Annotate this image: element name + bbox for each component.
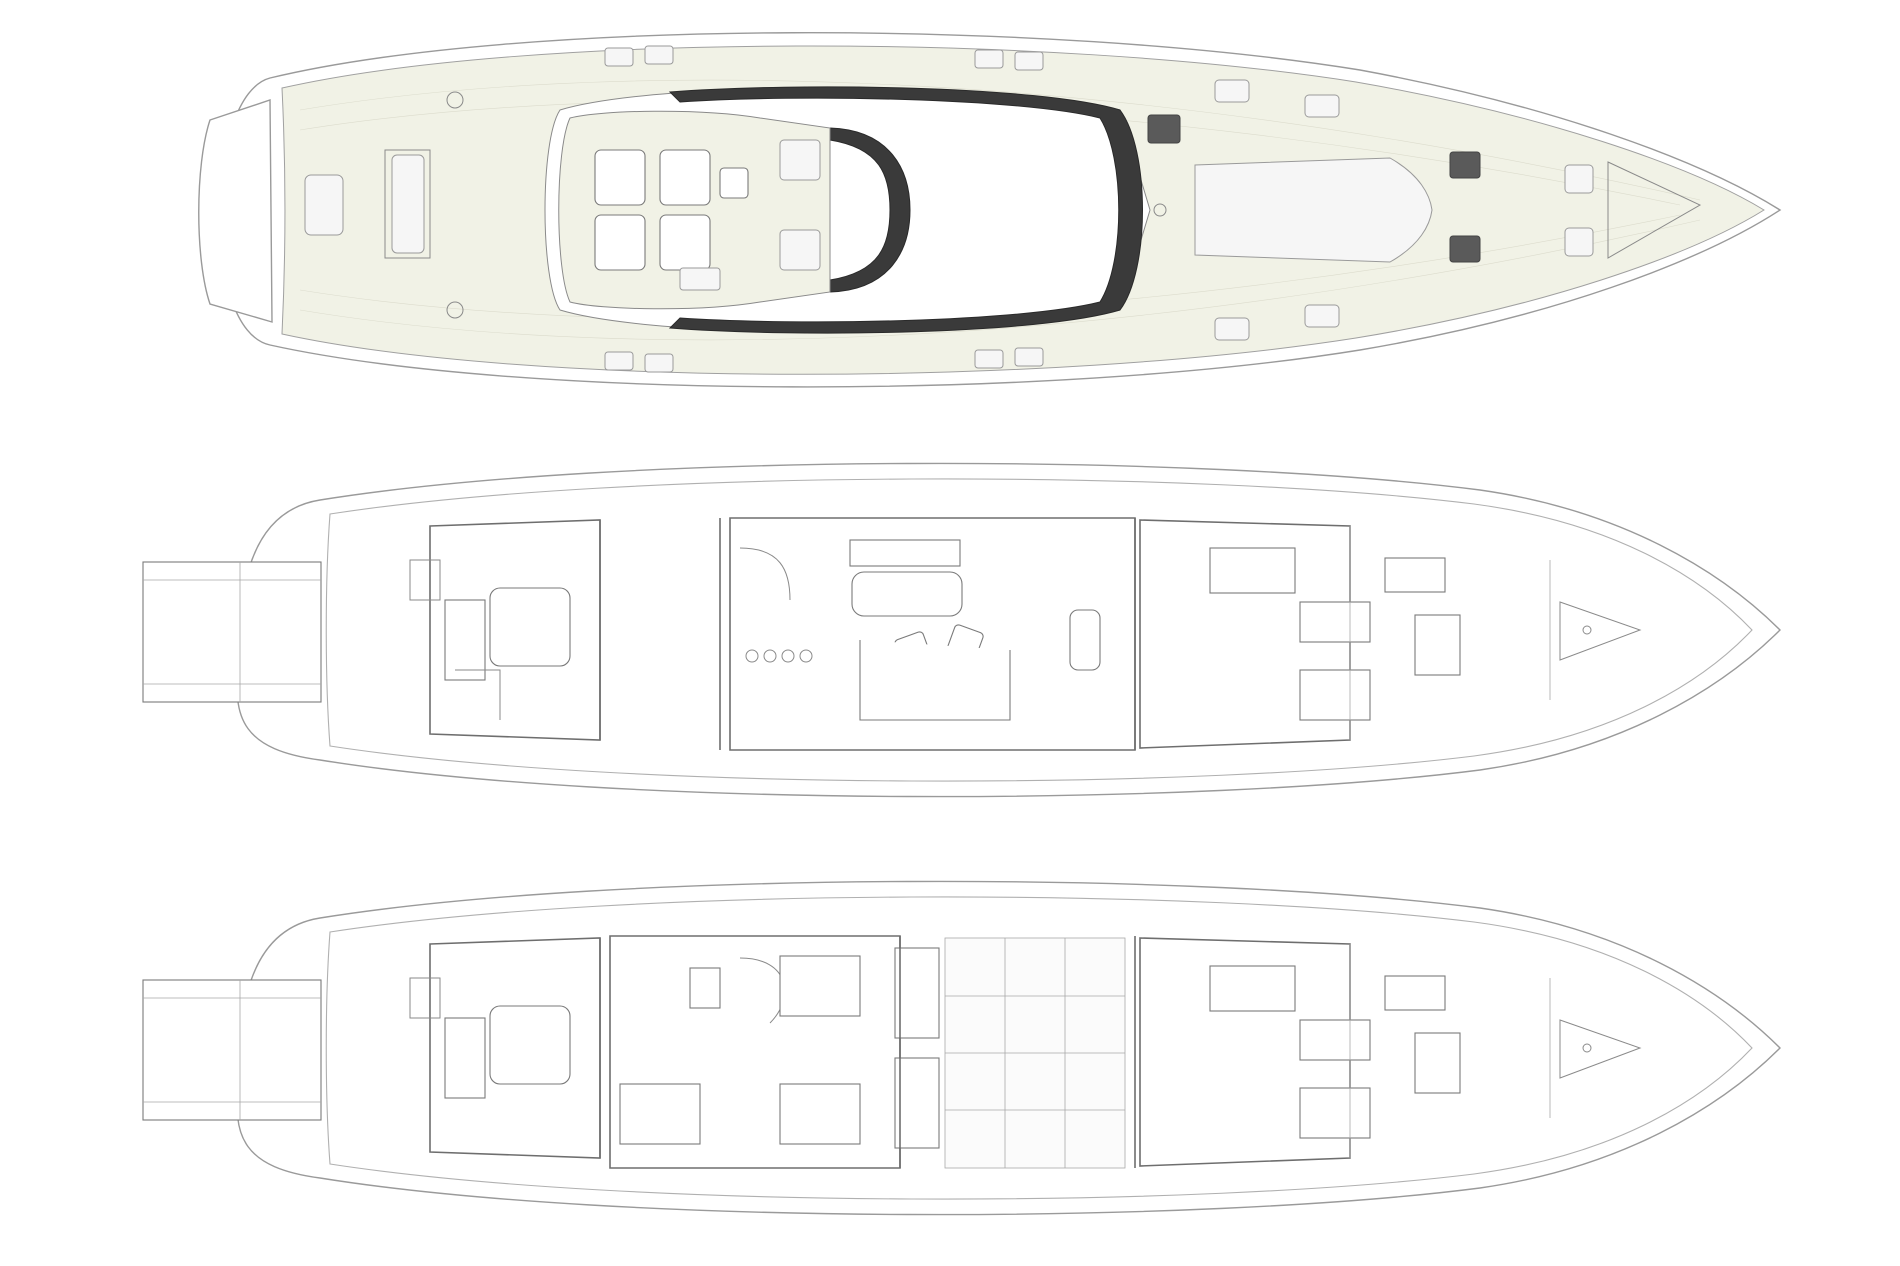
top-deck-plan [198, 32, 1782, 388]
aft-cabin-b [409, 937, 601, 1159]
interior-plan-b [142, 880, 1781, 1216]
cockpit-superstructure [544, 86, 1151, 334]
hull-outline-a [142, 462, 1781, 798]
forward-cabins-a [1139, 519, 1642, 749]
saloon-a [729, 517, 1136, 751]
side-deck-fittings [604, 45, 1340, 373]
aft-cabin-a [409, 519, 601, 741]
guest-cabins-b [609, 935, 940, 1169]
interior-plan-a [142, 462, 1781, 798]
bar-stools [745, 649, 813, 663]
bulkheads-b [599, 936, 1551, 1168]
foredeck-hatches [1147, 114, 1702, 263]
forward-cabins-b [1139, 937, 1642, 1167]
bulkheads-a [599, 518, 1551, 750]
open-deck-grid-b [944, 937, 1126, 1169]
aft-lounge [304, 91, 464, 319]
